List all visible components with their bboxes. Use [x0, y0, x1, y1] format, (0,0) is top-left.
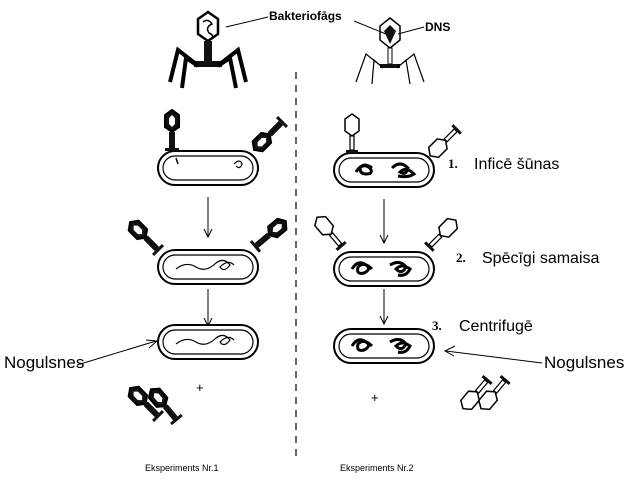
nogulsnes-arrow-right	[446, 351, 542, 363]
phage-dark-free-left	[125, 217, 164, 256]
phage-light-attached-left	[345, 114, 359, 153]
bacteriophage-pointer	[226, 17, 268, 27]
cell-left-step1	[158, 151, 258, 185]
phage-light-free-right	[423, 215, 460, 252]
step-3-text: Centrifugē	[459, 318, 533, 335]
dna-label: DNS	[425, 20, 450, 34]
step-3-number: 3.	[432, 318, 442, 333]
nogulsnes-label-right: Nogulsnes	[544, 353, 624, 372]
cell-right-step3	[334, 329, 434, 363]
nogulsnes-arrow-left	[77, 341, 156, 365]
step-2-text: Spēcīgi samaisa	[482, 250, 599, 267]
cell-right-step2	[334, 252, 434, 286]
cell-left-step2	[158, 250, 258, 284]
step-1-number: 1.	[448, 156, 458, 171]
phage-illustration-left	[170, 12, 246, 88]
cell-left-step3	[158, 325, 258, 359]
step-1-text: Inficē šūnas	[474, 156, 559, 173]
phage-dark-attached-left	[165, 110, 179, 151]
step-2-number: 2.	[456, 250, 466, 265]
phage-light-pellet-2	[476, 374, 512, 413]
plus-sign-right: +	[371, 390, 379, 405]
nogulsnes-label-left: Nogulsnes	[4, 353, 84, 372]
dna-pointer-right	[398, 27, 424, 34]
bacteriophage-label: Bakteriofāgs	[269, 9, 342, 23]
experiment-2-label: Eksperiments Nr.2	[340, 463, 414, 473]
plus-sign-left: +	[196, 380, 204, 395]
phage-illustration-right	[356, 18, 424, 84]
experiment-1-label: Eksperiments Nr.1	[145, 463, 219, 473]
cell-right-step1	[334, 153, 434, 187]
phage-light-free-left	[312, 213, 348, 252]
phage-dark-free-right	[250, 216, 290, 253]
phage-dark-attached-right	[249, 116, 288, 155]
